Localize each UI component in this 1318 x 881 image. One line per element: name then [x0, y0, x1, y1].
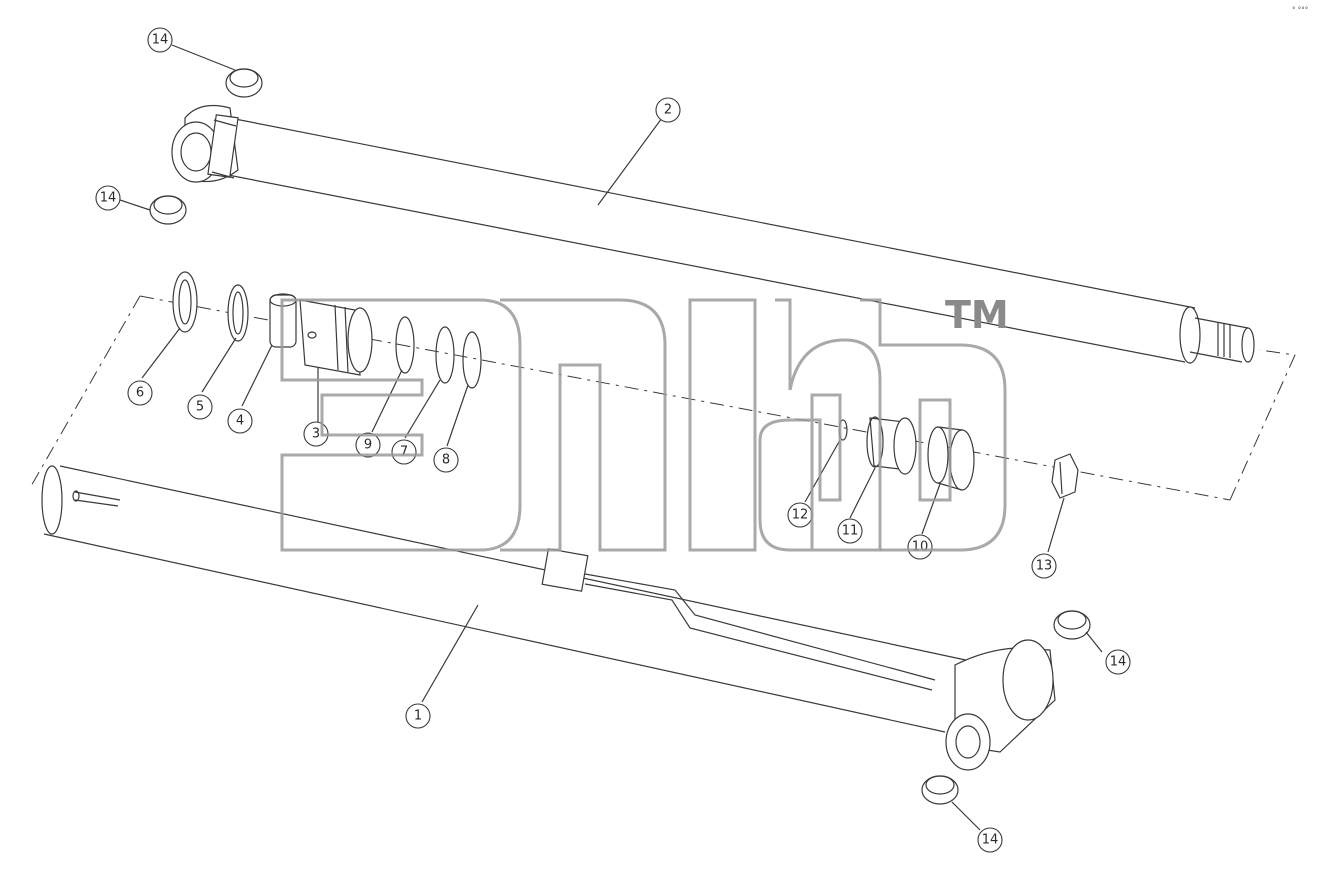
- callout-14-top-upper: 14: [147, 27, 173, 53]
- svg-text:5: 5: [196, 400, 204, 415]
- svg-text:4: 4: [236, 414, 244, 429]
- callout-12: 12: [787, 502, 813, 528]
- part-10-piston-seal: [927, 426, 975, 491]
- svg-text:13: 13: [1036, 559, 1053, 574]
- callout-13: 13: [1031, 553, 1057, 579]
- part-6-seal: [172, 271, 198, 333]
- svg-text:12: 12: [792, 508, 809, 523]
- svg-text:8: 8: [442, 453, 450, 468]
- callout-10: 10: [907, 534, 933, 560]
- callout-9: 9: [355, 432, 381, 458]
- part-3-gland: [299, 299, 373, 376]
- svg-text:3: 3: [312, 427, 320, 442]
- part-13-nut: [1051, 453, 1079, 499]
- svg-text:9: 9: [364, 438, 372, 453]
- callout-2: 2: [655, 97, 681, 123]
- part-14-bushing-top-lower: [149, 195, 187, 225]
- svg-text:7: 7: [400, 445, 408, 460]
- part-7-o-ring: [435, 326, 455, 384]
- callout-14-bottom-lower: 14: [977, 827, 1003, 853]
- svg-text:14: 14: [1110, 655, 1127, 670]
- svg-text:2: 2: [664, 103, 672, 118]
- callout-11: 11: [837, 518, 863, 544]
- part-11-piston: [866, 416, 917, 475]
- part-14-bushing-top-upper: [225, 68, 263, 98]
- svg-text:14: 14: [982, 833, 999, 848]
- callout-14-top-lower: 14: [95, 185, 121, 211]
- callout-1: 1: [405, 703, 431, 729]
- watermark-logo: TM: [280, 293, 1009, 552]
- svg-text:14: 14: [100, 191, 117, 206]
- callout-5: 5: [187, 394, 213, 420]
- part-1-cylinder-rod: [41, 465, 1056, 771]
- part-2-cylinder-barrel: [171, 105, 1255, 364]
- svg-text:10: 10: [912, 540, 929, 555]
- part-14-bushing-bottom-upper: [1053, 610, 1091, 640]
- callout-4: 4: [227, 408, 253, 434]
- svg-text:14: 14: [152, 33, 169, 48]
- callout-6: 6: [127, 380, 153, 406]
- callout-8: 8: [433, 447, 459, 473]
- part-9-o-ring: [395, 316, 415, 374]
- svg-text:6: 6: [136, 386, 144, 401]
- leader-lines: [119, 44, 1103, 831]
- part-5-ring: [227, 284, 249, 342]
- callout-7: 7: [391, 439, 417, 465]
- svg-text:11: 11: [842, 524, 859, 539]
- corner-mark: ° °°°: [1292, 6, 1308, 14]
- part-8-o-ring: [462, 331, 482, 389]
- watermark-trademark: TM: [945, 293, 1009, 337]
- callout-14-bottom-upper: 14: [1105, 649, 1131, 675]
- part-14-bushing-bottom-lower: [921, 775, 959, 805]
- svg-text:1: 1: [414, 709, 422, 724]
